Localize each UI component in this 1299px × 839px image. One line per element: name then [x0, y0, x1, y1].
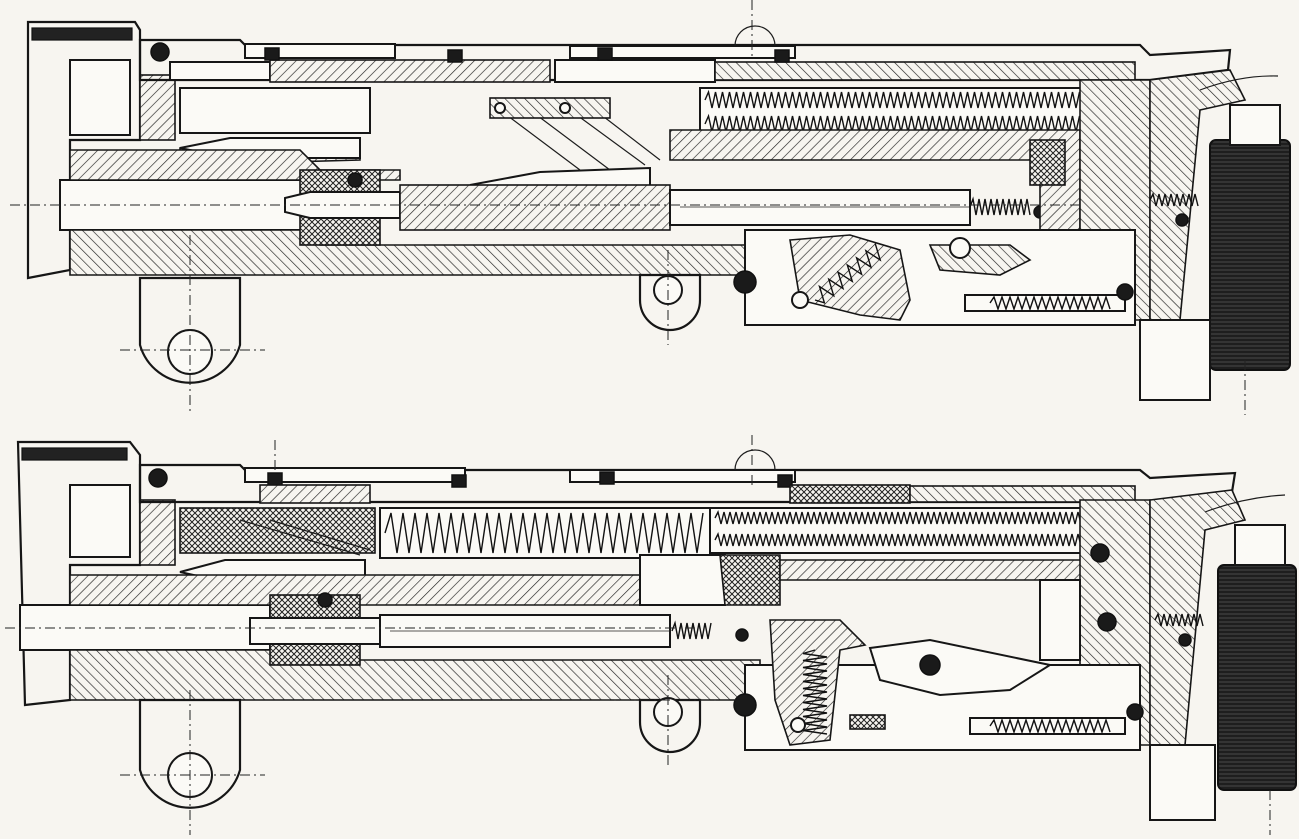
- spring-housing-lower-b: [709, 507, 1141, 554]
- feed-pivot-b-upper: [559, 102, 571, 114]
- trigger-bar-upper: [1199, 75, 1279, 91]
- breech-pin-upper: [347, 172, 363, 188]
- grip-cap-upper: [1229, 104, 1281, 146]
- cover-plate-b-upper: [569, 45, 796, 59]
- chamber-cartridge-upper: [284, 191, 401, 219]
- front-window-upper: [69, 59, 131, 136]
- trigger-bar-lower: [1204, 494, 1286, 513]
- grip-spring-lower: [1154, 611, 1204, 627]
- feed-pawls-upper: [499, 109, 661, 171]
- top-rail-b-lower: [789, 484, 911, 504]
- front-pin-upper: [150, 42, 170, 62]
- lower-section-view: [5, 435, 1297, 835]
- recoil-spring-upper-b: [704, 113, 1133, 133]
- recoil-spring-lower-b: [714, 509, 1136, 525]
- rear-pin-a-lower: [1090, 543, 1110, 563]
- grip-spring-upper: [1149, 191, 1199, 207]
- top-slot-a-upper: [169, 61, 271, 81]
- recoil-spring-upper-a: [704, 89, 1133, 109]
- front-cap-lower: [21, 447, 128, 461]
- buffer-spring-upper: [989, 294, 1111, 312]
- firing-spring-lower: [671, 620, 712, 640]
- chamber-cartridge-lower: [249, 617, 381, 645]
- top-rail-upper: [269, 59, 551, 83]
- front-block-lower: [16, 440, 142, 707]
- recoil-spring-lower-a: [384, 512, 704, 554]
- screw-a-lower: [267, 472, 283, 486]
- trigger-pivot-lower: [919, 654, 941, 676]
- screw-a-upper: [264, 47, 280, 61]
- cover-knob-upper: [734, 25, 776, 47]
- mount-lug-upper: [138, 276, 242, 384]
- cover-plate-b-lower: [569, 469, 796, 483]
- grip-upper: [1209, 139, 1291, 371]
- firing-pin-stop-lower: [735, 628, 749, 642]
- sear-upper: [789, 234, 911, 321]
- feed-pawls-lower: [239, 519, 371, 556]
- front-plate-lower: [139, 499, 176, 566]
- bolt-lock-lower: [719, 554, 781, 606]
- top-slot-b-upper: [554, 59, 716, 83]
- lower-frame-lower: [1149, 744, 1216, 821]
- top-rail-c-lower: [909, 485, 1136, 503]
- cover-plate-a-upper: [244, 43, 396, 59]
- buffer-tube-upper: [964, 294, 1126, 312]
- catch-lower: [849, 714, 886, 730]
- screw-d-upper: [774, 49, 790, 63]
- bolt-upper: [399, 184, 671, 231]
- trigger-pivot-upper: [949, 237, 971, 259]
- bolt-head-lower: [639, 554, 726, 606]
- hinge-lug-upper: [638, 273, 702, 332]
- front-window-lower: [69, 484, 131, 558]
- grip-pin-upper: [1175, 213, 1189, 227]
- sear-lower: [769, 619, 867, 746]
- barrel-bottom-wall-lower: [69, 649, 761, 701]
- rear-block-lower: [1039, 579, 1081, 661]
- sear-pivot-upper: [791, 291, 809, 309]
- front-plate-upper: [139, 74, 176, 141]
- buffer-spring-lower: [989, 717, 1111, 735]
- lock-pin-lower: [733, 693, 757, 717]
- front-pin-lower: [148, 468, 168, 488]
- breech-pin-lower: [317, 592, 333, 608]
- buffer-pin-lower: [1126, 703, 1144, 721]
- cover-knob-lower: [734, 449, 776, 471]
- sear-pivot-lower: [790, 717, 806, 733]
- screw-c-lower: [599, 471, 615, 485]
- buffer-pin-upper: [1116, 283, 1134, 301]
- rear-block-upper: [1029, 139, 1066, 186]
- spring-housing-upper: [699, 87, 1141, 137]
- upper-section-view: [10, 0, 1291, 415]
- trigger-lever-lower: [868, 638, 1053, 697]
- firing-pin-tube-upper: [669, 189, 971, 226]
- lower-frame-upper: [1139, 319, 1211, 401]
- screw-b-upper: [447, 49, 463, 63]
- top-rail-rear-upper: [714, 61, 1136, 81]
- sear-spring-upper: [814, 243, 882, 304]
- feed-box-upper: [179, 87, 371, 134]
- lock-pin-upper: [733, 270, 757, 294]
- mount-lug-lower: [138, 698, 242, 809]
- grip-lower: [1217, 564, 1297, 791]
- front-block-upper: [26, 20, 142, 280]
- firing-spring-upper: [969, 196, 1031, 216]
- grip-cap-lower: [1234, 524, 1286, 566]
- feed-arm-upper: [489, 97, 611, 119]
- grip-pin-lower: [1178, 633, 1192, 647]
- sear-spring-lower: [802, 649, 828, 735]
- feed-pivot-a-upper: [494, 102, 506, 114]
- hinge-lug-lower: [638, 698, 702, 754]
- front-cap-upper: [31, 27, 133, 41]
- rear-pin-b-lower: [1097, 612, 1117, 632]
- rear-frame-upper: [669, 129, 1081, 246]
- screw-c-upper: [597, 47, 613, 61]
- screw-b-lower: [451, 474, 467, 488]
- screw-d-lower: [777, 474, 793, 488]
- top-rail-a-lower: [259, 484, 371, 504]
- recoil-spring-lower-c: [714, 531, 1136, 547]
